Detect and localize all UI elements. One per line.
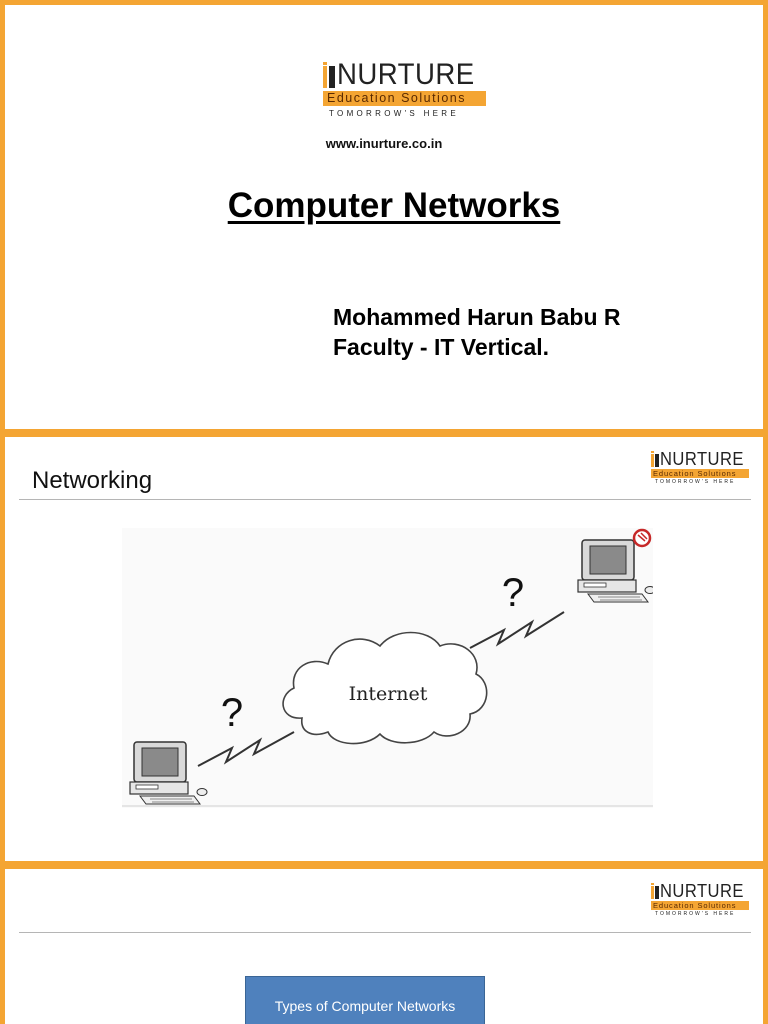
networking-slide: Networking NURTURE Education Solutions T…: [5, 437, 763, 861]
logo-band: Education Solutions: [651, 901, 749, 910]
inurture-logo: NURTURE Education Solutions TOMORROW'S H…: [651, 881, 753, 917]
logo-tagline: TOMORROW'S HERE: [655, 911, 736, 917]
inurture-logo: NURTURE Education Solutions TOMORROW'S H…: [323, 58, 493, 118]
logo-wordmark: NURTURE: [337, 58, 475, 91]
wireless-link-right-icon: [469, 611, 565, 649]
logo-wordmark: NURTURE: [660, 881, 744, 901]
wireless-link-left-icon: [197, 731, 295, 767]
author-role: Faculty - IT Vertical.: [333, 334, 550, 360]
title-divider: [19, 932, 751, 933]
logo-tagline: TOMORROW'S HERE: [655, 479, 736, 485]
internet-diagram: Internet ? ?: [122, 528, 653, 808]
logo-i-mark-icon: [323, 62, 335, 88]
logo-i-mark-icon: [651, 883, 659, 899]
types-slide: NURTURE Education Solutions TOMORROW'S H…: [5, 869, 763, 1024]
question-mark-right: ?: [502, 571, 524, 615]
title-slide: NURTURE Education Solutions TOMORROW'S H…: [5, 5, 763, 429]
computer-left-icon: [129, 741, 208, 805]
logo-band: Education Solutions: [323, 91, 486, 106]
types-of-networks-box: Types of Computer Networks: [245, 976, 485, 1024]
internet-cloud-icon: [282, 631, 488, 745]
author-name: Mohammed Harun Babu R: [333, 304, 621, 330]
logo-band: Education Solutions: [651, 469, 749, 478]
inurture-logo: NURTURE Education Solutions TOMORROW'S H…: [651, 449, 753, 485]
website-link[interactable]: www.inurture.co.in: [325, 136, 443, 151]
computer-right-icon: [577, 539, 653, 603]
author-block: Mohammed Harun Babu R Faculty - IT Verti…: [333, 302, 621, 362]
logo-wordmark: NURTURE: [660, 449, 744, 469]
question-mark-left: ?: [221, 691, 243, 735]
logo-tagline: TOMORROW'S HERE: [329, 109, 459, 118]
badge-icon: [632, 528, 652, 548]
slide-title: Computer Networks: [227, 186, 561, 225]
slide-title: Networking: [32, 467, 153, 494]
cloud-label: Internet: [349, 683, 428, 705]
title-divider: [19, 499, 751, 500]
logo-i-mark-icon: [651, 451, 659, 467]
